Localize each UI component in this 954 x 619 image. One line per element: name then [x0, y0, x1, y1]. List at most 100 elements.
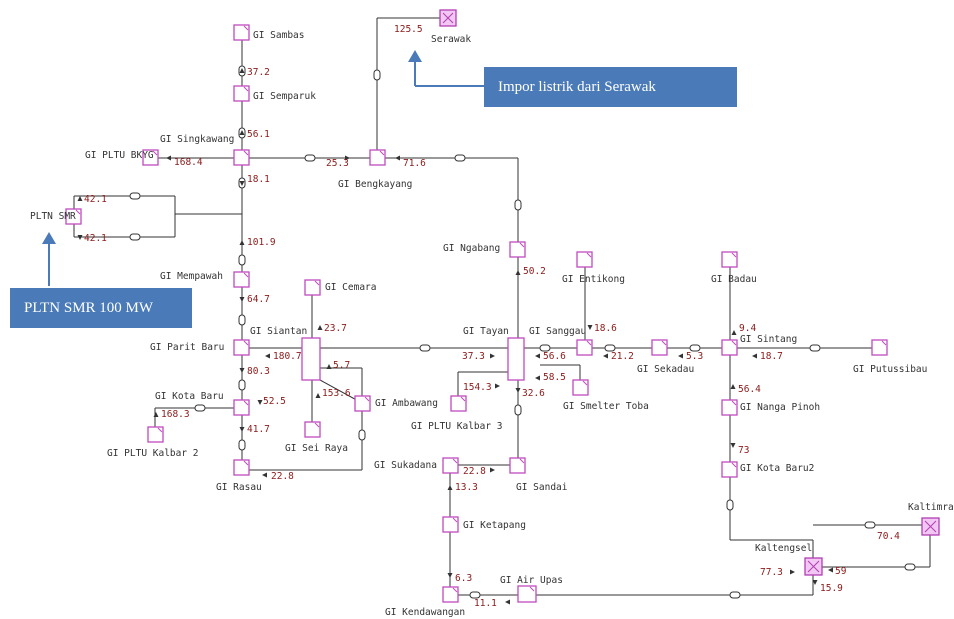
flow-value: 101.9	[247, 237, 276, 248]
bus-bengkayang[interactable]	[369, 149, 386, 166]
bus-pltu-kalbar3[interactable]	[450, 395, 467, 412]
label-cemara: GI Cemara	[325, 282, 376, 293]
flow-value: 56.4	[738, 384, 761, 395]
bus-entikong[interactable]	[576, 251, 593, 268]
label-sambas: GI Sambas	[253, 30, 304, 41]
bus-ngabang[interactable]	[509, 241, 526, 258]
flow-value: 71.6	[403, 158, 426, 169]
label-kota-baru2: GI Kota Baru2	[740, 463, 814, 474]
bus-air-upas[interactable]	[517, 585, 537, 603]
flow-value: 18.1	[247, 174, 270, 185]
label-kendawangan: GI Kendawangan	[385, 607, 465, 618]
bus-sanggau[interactable]	[576, 339, 593, 356]
bus-sekadau[interactable]	[651, 339, 668, 356]
label-nanga-pinoh: GI Nanga Pinoh	[740, 402, 820, 413]
flow-value: 80.3	[247, 366, 270, 377]
label-bengkayang: GI Bengkayang	[338, 179, 412, 190]
bus-mempawah[interactable]	[233, 271, 250, 288]
flow-value: 56.1	[247, 129, 270, 140]
bus-cemara[interactable]	[304, 279, 321, 296]
flow-value: 37.3	[462, 351, 485, 362]
flow-value: 11.1	[474, 598, 497, 609]
flow-value: 9.4	[739, 323, 756, 334]
label-sei-raya: GI Sei Raya	[285, 443, 348, 454]
flow-value: 180.7	[273, 351, 302, 362]
bus-tayan-bar[interactable]	[507, 337, 525, 381]
bus-sandai[interactable]	[509, 457, 526, 474]
label-kaltimra: Kaltimra	[908, 502, 954, 513]
label-badau: GI Badau	[711, 274, 757, 285]
flow-value: 22.8	[271, 471, 294, 482]
bus-sei-raya[interactable]	[304, 421, 321, 438]
flow-value: 5.3	[686, 351, 703, 362]
flow-value: 52.5	[263, 396, 286, 407]
flow-value: 6.3	[455, 573, 472, 584]
bus-kota-baru[interactable]	[233, 399, 250, 416]
flow-value: 168.3	[161, 409, 190, 420]
flow-value: 64.7	[247, 294, 270, 305]
bus-ambawang[interactable]	[354, 395, 371, 412]
bus-kota-baru2[interactable]	[721, 461, 738, 478]
bus-badau[interactable]	[721, 251, 738, 268]
bus-kendawangan[interactable]	[442, 586, 459, 603]
bus-pltu-kalbar2[interactable]	[147, 426, 164, 443]
bus-smelter-toba[interactable]	[572, 379, 589, 396]
label-entikong: GI Entikong	[562, 274, 625, 285]
flow-value: 56.6	[543, 351, 566, 362]
label-mempawah: GI Mempawah	[160, 271, 223, 282]
flow-value: 18.7	[760, 351, 783, 362]
label-pltn-smr: PLTN SMR	[30, 211, 76, 222]
label-sintang: GI Sintang	[740, 334, 797, 345]
flow-value: 125.5	[394, 24, 423, 35]
flow-value: 37.2	[247, 67, 270, 78]
label-sekadau: GI Sekadau	[637, 364, 694, 375]
label-kaltengsel: Kaltengsel	[755, 543, 812, 554]
bus-rasau[interactable]	[233, 459, 250, 476]
bus-siantan-bar[interactable]	[301, 337, 321, 381]
label-sukadana: GI Sukadana	[374, 460, 437, 471]
flow-value: 153.6	[322, 388, 351, 399]
flow-values: 37.2 56.1 168.4 18.1 25.3 71.6 125.5 42.…	[84, 24, 900, 609]
label-sanggau: GI Sanggau	[529, 326, 586, 337]
flow-value: 59	[835, 566, 847, 577]
flow-value: 41.7	[247, 424, 270, 435]
bus-ketapang[interactable]	[442, 516, 459, 533]
label-pltu-kalbar2: GI PLTU Kalbar 2	[107, 448, 199, 459]
breakers	[129, 65, 916, 599]
label-ambawang: GI Ambawang	[375, 398, 438, 409]
flow-value: 22.8	[463, 466, 486, 477]
bus-pltn-smr[interactable]	[65, 208, 82, 225]
label-parit-baru: GI Parit Baru	[150, 342, 224, 353]
bus-sintang[interactable]	[721, 339, 738, 356]
bus-marks	[75, 12, 937, 593]
flow-value: 42.1	[84, 233, 107, 244]
bus-putussibau[interactable]	[871, 339, 888, 356]
flow-value: 42.1	[84, 194, 107, 205]
label-ketapang: GI Ketapang	[463, 520, 526, 531]
flow-value: 15.9	[820, 583, 843, 594]
flow-value: 21.2	[611, 351, 634, 362]
flow-value: 73	[738, 445, 749, 456]
pltn-smr-callout: PLTN SMR 100 MW	[10, 288, 192, 328]
bus-siantan[interactable]	[233, 339, 250, 356]
label-kota-baru: GI Kota Baru	[155, 391, 224, 402]
flow-value: 154.3	[463, 382, 492, 393]
label-singkawang: GI Singkawang	[160, 134, 234, 145]
bus-semparuk[interactable]	[233, 85, 250, 102]
label-smelter-toba: GI Smelter Toba	[563, 401, 649, 412]
flow-arrows	[77, 68, 833, 605]
serawak-import-callout: Impor listrik dari Serawak	[484, 67, 737, 107]
flow-value: 25.3	[326, 158, 349, 169]
bus-sukadana[interactable]	[442, 457, 459, 474]
substation-labels: GI Sambas GI Semparuk GI Singkawang GI P…	[30, 30, 954, 618]
flow-value: 168.4	[174, 157, 203, 168]
label-air-upas: GI Air Upas	[500, 575, 563, 586]
bus-singkawang[interactable]	[233, 149, 250, 166]
callout-arrows	[42, 50, 484, 286]
flow-value: 32.6	[522, 388, 545, 399]
bus-sambas[interactable]	[233, 24, 250, 41]
flow-value: 5.7	[333, 360, 350, 371]
bus-nanga-pinoh[interactable]	[721, 399, 738, 416]
bus-pltu-bkyg[interactable]	[142, 149, 159, 166]
